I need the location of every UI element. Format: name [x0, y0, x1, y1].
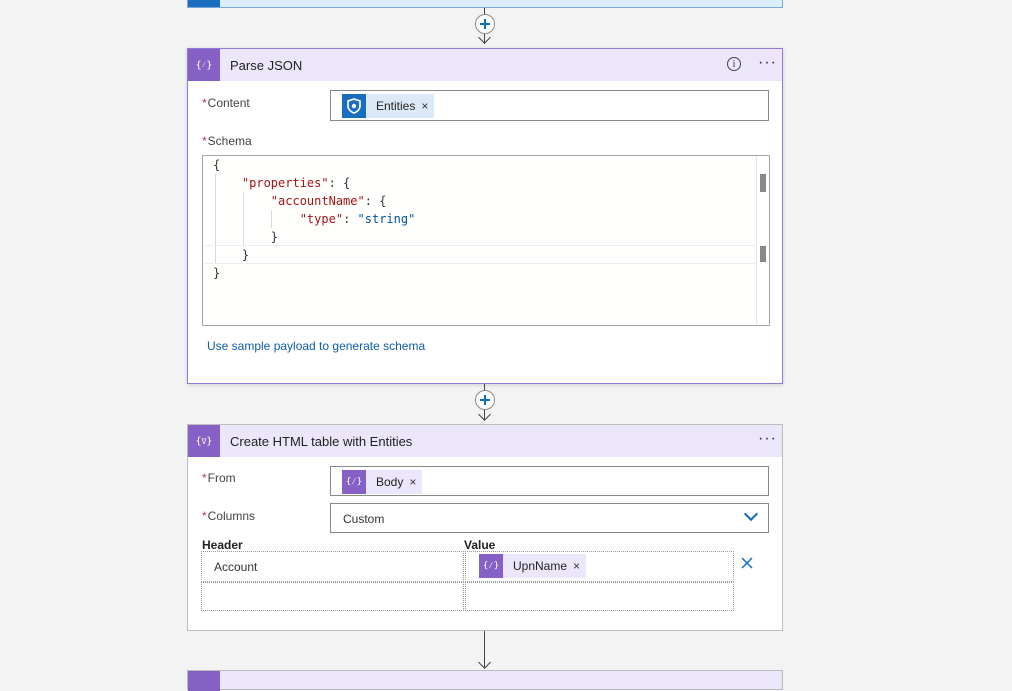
data-operation-icon: {⁄}	[479, 554, 503, 578]
from-label: *From	[202, 471, 236, 485]
scrollbar-marker	[760, 246, 766, 262]
arrow-down-icon	[478, 656, 491, 669]
current-line-highlight	[203, 245, 755, 264]
header-cell[interactable]: Account	[201, 551, 464, 582]
schema-editor[interactable]: { "properties": { "accountName": { "type…	[202, 155, 770, 326]
value-cell[interactable]	[465, 582, 734, 611]
code-line: }	[213, 266, 221, 280]
sample-payload-link[interactable]: Use sample payload to generate schema	[207, 339, 426, 353]
defender-shield-icon	[342, 94, 366, 118]
code-line: "properties": {	[241, 176, 351, 190]
value-cell[interactable]: {⁄} UpnName ×	[465, 551, 734, 582]
entities-token-label: Entities	[376, 99, 416, 113]
indent-guide	[271, 210, 272, 228]
chevron-down-icon	[743, 506, 759, 522]
delete-row-icon[interactable]	[739, 555, 755, 571]
code-line: "accountName": {	[270, 194, 387, 208]
next-action-card[interactable]	[187, 670, 783, 691]
create-html-table-title: Create HTML table with Entities	[230, 434, 413, 449]
columns-label: *Columns	[202, 509, 256, 523]
columns-selected-value: Custom	[343, 512, 385, 526]
indent-guide	[243, 192, 244, 246]
value-column-title: Value	[464, 538, 496, 552]
code-line: {	[213, 158, 221, 172]
remove-token-icon[interactable]: ×	[409, 475, 417, 489]
body-token[interactable]: {⁄} Body ×	[342, 470, 423, 494]
editor-scrollbar[interactable]	[756, 156, 769, 325]
create-html-table-card[interactable]: {∇} Create HTML table with Entities ··· …	[187, 424, 783, 631]
header-cell[interactable]	[201, 582, 464, 611]
insert-step-button[interactable]	[475, 390, 495, 410]
schema-label: *Schema	[202, 134, 252, 148]
body-token-label: Body	[376, 475, 404, 489]
header-cell-value: Account	[214, 560, 258, 574]
create-html-table-header[interactable]: {∇} Create HTML table with Entities ···	[188, 425, 782, 457]
more-options-icon[interactable]: ···	[758, 430, 777, 447]
next-action-icon	[188, 671, 220, 691]
remove-token-icon[interactable]: ×	[421, 99, 429, 113]
header-column-title: Header	[202, 538, 243, 552]
parse-json-title: Parse JSON	[230, 58, 303, 73]
scrollbar-thumb[interactable]	[760, 174, 766, 192]
upnname-token[interactable]: {⁄} UpnName ×	[479, 554, 587, 578]
previous-action-card[interactable]	[187, 0, 783, 8]
code-line: }	[270, 230, 279, 244]
indent-guide	[215, 174, 216, 264]
connector-line	[484, 631, 485, 667]
parse-json-header[interactable]: {⁄} Parse JSON i ···	[188, 49, 782, 81]
code-line: "type": "string"	[299, 212, 416, 226]
info-icon[interactable]: i	[727, 57, 741, 71]
entities-token[interactable]: Entities ×	[342, 94, 435, 118]
remove-token-icon[interactable]: ×	[573, 559, 581, 573]
columns-dropdown[interactable]: Custom	[330, 503, 769, 533]
data-operation-icon: {⁄}	[188, 49, 220, 81]
parse-json-card[interactable]: {⁄} Parse JSON i ··· *Content Entities ×…	[187, 48, 783, 384]
data-operation-icon: {⁄}	[342, 470, 366, 494]
more-options-icon[interactable]: ···	[758, 54, 777, 71]
content-field[interactable]: Entities ×	[330, 90, 769, 121]
arrow-down-icon	[478, 408, 491, 421]
from-field[interactable]: {⁄} Body ×	[330, 466, 769, 496]
content-label: *Content	[202, 96, 250, 110]
data-operation-icon: {∇}	[188, 425, 220, 457]
previous-action-icon	[188, 0, 220, 7]
code-line: }	[241, 248, 250, 262]
insert-step-button[interactable]	[475, 14, 495, 34]
upnname-token-label: UpnName	[513, 559, 568, 573]
